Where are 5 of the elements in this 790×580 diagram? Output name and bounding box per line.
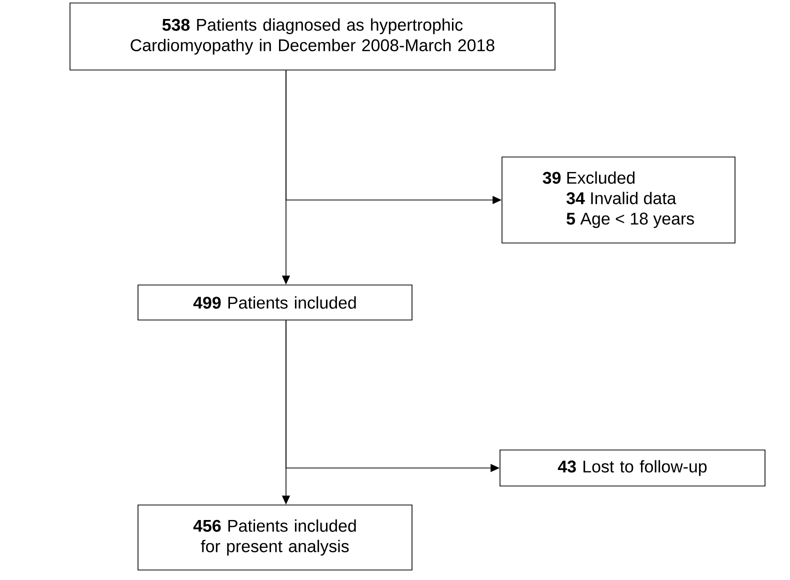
process-box: 456 Patients included for present analysis [138, 504, 412, 570]
process-box: 39 Excluded 34 Invalid data 5 Age < 18 years [502, 156, 736, 244]
process-box: 538 Patients diagnosed as hypertrophic Cardiomyopathy in December 2008-March 2018 [70, 2, 556, 70]
process-box: 43 Lost to follow-up [500, 450, 766, 486]
process-box: 499 Patients included [138, 284, 412, 320]
